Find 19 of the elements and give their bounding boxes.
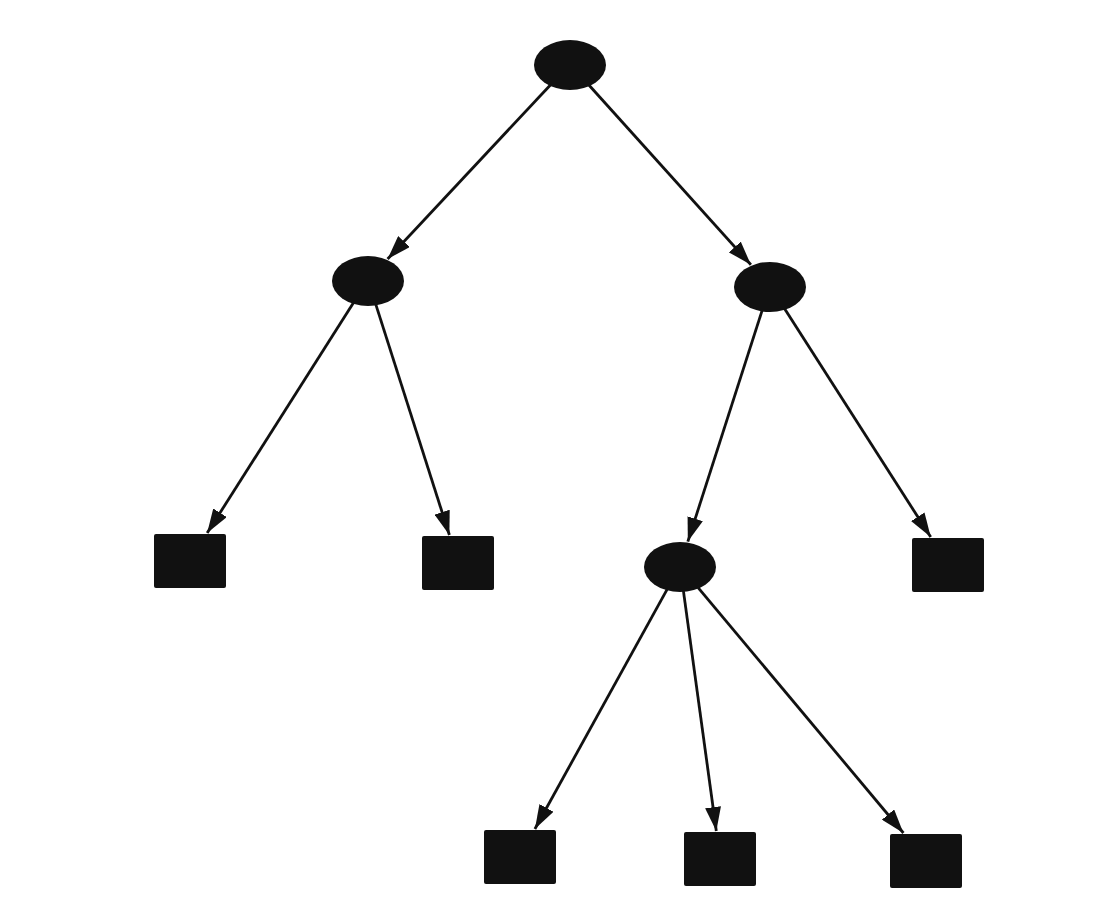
tree-node-ellipse <box>332 255 404 305</box>
leaf-square <box>484 829 556 883</box>
leaf-square <box>422 535 494 589</box>
tree-node-ellipse <box>644 541 716 591</box>
arrow <box>205 302 355 534</box>
arrow <box>697 586 905 834</box>
leaf-square <box>912 537 984 591</box>
leaf-square <box>890 833 962 887</box>
arrow <box>588 84 752 266</box>
leaf-square <box>684 831 756 885</box>
tree-node-ellipse <box>734 261 806 311</box>
arrow <box>682 590 721 832</box>
arrow <box>783 308 932 538</box>
arrow <box>386 84 552 260</box>
leaf-square <box>154 533 226 587</box>
arrow <box>686 309 764 543</box>
arrow <box>533 588 669 830</box>
arrow <box>374 304 451 536</box>
tree-node-ellipse <box>534 39 606 89</box>
